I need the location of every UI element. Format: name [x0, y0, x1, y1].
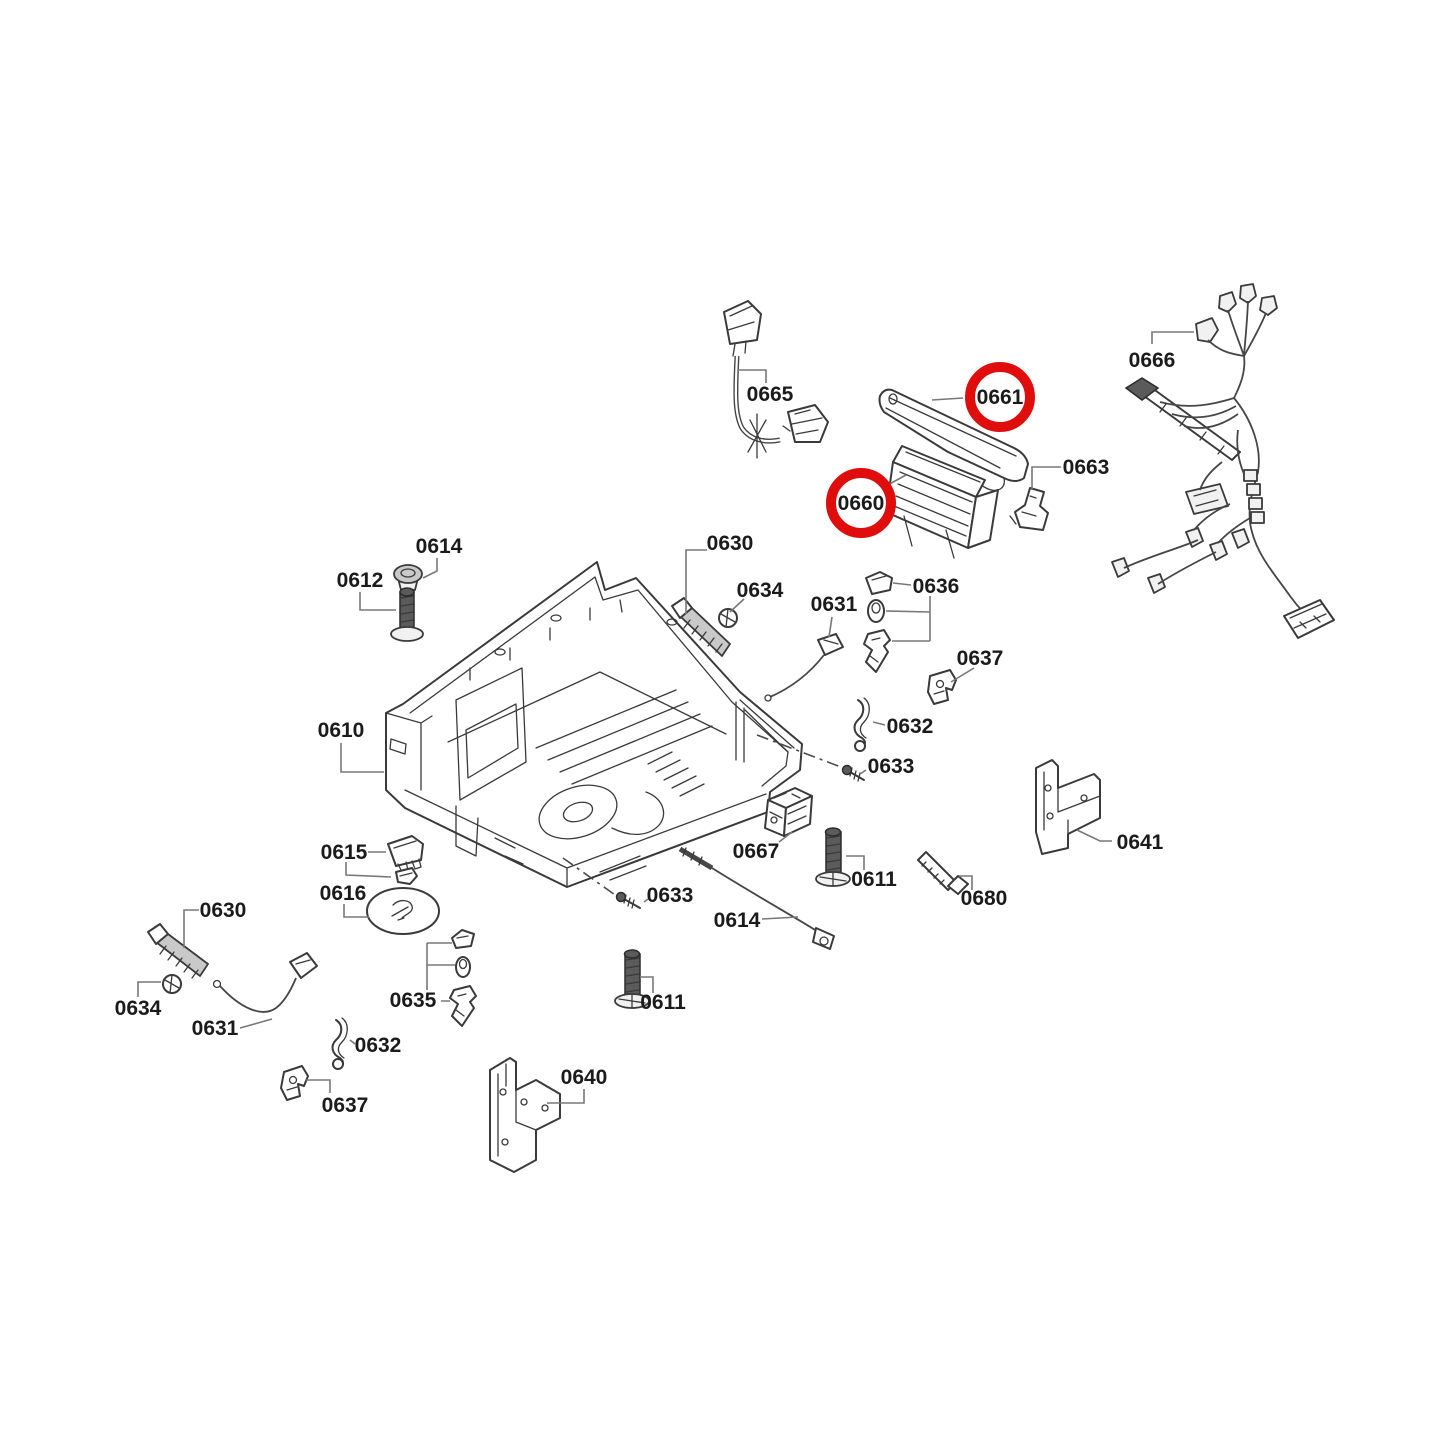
part-label-0640: 0640: [561, 1066, 608, 1089]
part-labels: 0665 0661 0660 0663 0666 0614 0612 0630 …: [115, 349, 1176, 1117]
part-0667-drawing: [764, 787, 813, 837]
assembly-line-0633-lower: [562, 857, 619, 898]
part-label-0612: 0612: [337, 569, 384, 592]
part-0615-drawing: [387, 835, 424, 885]
part-label-0631-b: 0631: [192, 1017, 239, 1040]
part-0632-lower-drawing: [331, 1017, 348, 1070]
part-label-0615: 0615: [321, 841, 368, 864]
part-0631-lower-drawing: [212, 952, 318, 1013]
part-label-0614-a: 0614: [416, 535, 463, 558]
part-0680-drawing: [917, 851, 969, 895]
part-label-0636: 0636: [913, 575, 960, 598]
part-0635-drawing: [449, 929, 477, 1027]
part-0637-upper-drawing: [927, 669, 957, 705]
part-0665-drawing: [723, 300, 829, 459]
part-label-0630-b: 0630: [200, 899, 247, 922]
part-0630-pin-upper-drawing: [671, 597, 732, 658]
assembly-line-0633-upper: [756, 734, 847, 770]
part-label-0660: 0660: [838, 492, 885, 515]
part-0616-drawing: [366, 887, 440, 935]
part-label-0641: 0641: [1117, 831, 1164, 854]
part-0660-drawing: [885, 445, 999, 559]
part-0611-screw-upper-drawing: [815, 827, 851, 887]
part-label-0637-b: 0637: [322, 1094, 369, 1117]
part-label-0634-a: 0634: [737, 579, 784, 602]
part-label-0663: 0663: [1063, 456, 1110, 479]
part-0612-stud-drawing: [390, 587, 424, 642]
part-0631-upper-drawing: [764, 633, 844, 702]
part-label-0631-a: 0631: [811, 593, 858, 616]
part-label-0632-b: 0632: [355, 1034, 402, 1057]
part-0666-drawing: [1111, 283, 1335, 639]
part-label-0634-b: 0634: [115, 997, 162, 1020]
leader-lines: [137, 331, 1194, 1104]
part-0611-screw-lower-drawing: [614, 949, 650, 1009]
part-0634-clip-lower-drawing: [162, 974, 182, 994]
part-0633-screw-lower-drawing: [615, 891, 641, 909]
part-label-0611-a: 0611: [851, 868, 897, 891]
part-0661-drawing: [878, 388, 1029, 492]
part-label-0611-b: 0611: [640, 991, 686, 1014]
part-0632-upper-drawing: [853, 697, 870, 752]
part-0614-cap-drawing: [393, 564, 423, 591]
part-label-0635: 0635: [390, 989, 437, 1012]
part-label-0637-a: 0637: [957, 647, 1004, 670]
part-label-0665: 0665: [747, 383, 794, 406]
part-label-0610: 0610: [318, 719, 365, 742]
part-label-0680: 0680: [961, 887, 1008, 910]
part-label-0633-b: 0633: [647, 884, 694, 907]
part-0641-drawing: [1035, 759, 1101, 855]
part-label-0614-b: 0614: [714, 909, 761, 932]
part-0614-wire-drawing: [678, 846, 835, 950]
part-0636-drawing: [863, 571, 893, 673]
highlight-circle-0660: [826, 468, 896, 538]
part-label-0632-a: 0632: [887, 715, 934, 738]
part-label-0667: 0667: [733, 840, 780, 863]
part-0634-clip-upper-drawing: [718, 608, 738, 628]
part-0640-drawing: [489, 1057, 561, 1173]
part-0637-lower-drawing: [280, 1065, 309, 1101]
part-label-0661: 0661: [977, 386, 1024, 409]
part-label-0633-a: 0633: [868, 755, 915, 778]
highlight-circle-0661: [965, 362, 1035, 432]
part-0663-drawing: [1009, 487, 1049, 531]
part-label-0616: 0616: [320, 882, 367, 905]
part-label-0666: 0666: [1129, 349, 1176, 372]
part-label-0630-a: 0630: [707, 532, 754, 555]
part-0610-drawing: [385, 561, 803, 888]
part-0630-pin-lower-drawing: [147, 923, 210, 979]
part-0633-screw-upper-drawing: [841, 764, 865, 782]
